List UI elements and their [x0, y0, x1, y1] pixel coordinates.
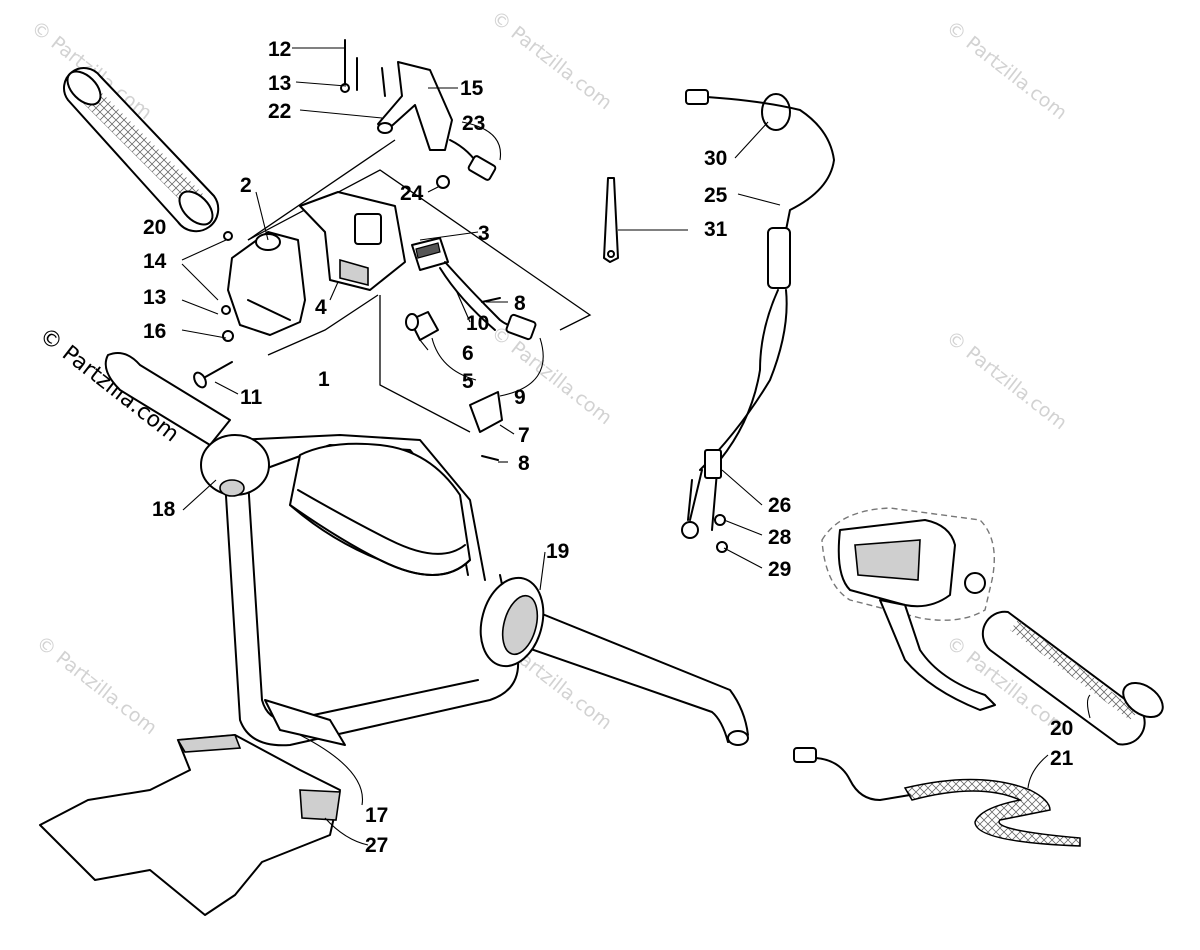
- bar-end-left: [200, 434, 270, 497]
- brake-master-cylinder: [821, 507, 996, 711]
- callout-22: 22: [268, 100, 291, 123]
- callout-15: 15: [460, 77, 484, 100]
- callout-14: 14: [143, 250, 167, 273]
- right-handlebar-grip: [981, 610, 1164, 746]
- bar-end-right: [479, 576, 545, 668]
- callout-28: 28: [768, 526, 792, 549]
- callout-30: 30: [704, 147, 727, 170]
- callout-1: 1: [318, 368, 330, 391]
- callout-5: 5: [462, 370, 474, 393]
- callout-4: 4: [315, 296, 327, 319]
- callout-23: 23: [462, 112, 485, 135]
- callout-8-top: 8: [514, 292, 526, 315]
- cable-assembly: [603, 89, 835, 553]
- watermark-3: © Partzilla.com: [942, 17, 1071, 125]
- callout-24: 24: [400, 182, 424, 205]
- callout-26: 26: [768, 494, 791, 517]
- throttle-lever-assembly: [247, 39, 497, 241]
- callout-2: 2: [240, 174, 252, 197]
- callout-17: 17: [365, 804, 388, 827]
- callout-9: 9: [514, 386, 526, 409]
- callout-11: 11: [240, 386, 263, 409]
- callouts: 12 13 22 15 23 24 2 20 14 13 16 3 4 8 10…: [143, 38, 1074, 857]
- callout-16: 16: [143, 320, 166, 343]
- callout-18: 18: [152, 498, 176, 521]
- callout-31: 31: [704, 218, 728, 241]
- callout-20-right: 20: [1050, 717, 1073, 740]
- callout-19: 19: [546, 540, 569, 563]
- callout-7: 7: [518, 424, 530, 447]
- callout-12: 12: [268, 38, 291, 61]
- callout-13-top: 13: [268, 72, 291, 95]
- watermark-6: © Partzilla.com: [32, 632, 161, 740]
- callout-6: 6: [462, 342, 474, 365]
- callout-20-left: 20: [143, 216, 166, 239]
- leader-lines: [181, 47, 1091, 846]
- callout-27: 27: [365, 834, 388, 857]
- callout-29: 29: [768, 558, 791, 581]
- callout-10: 10: [466, 312, 489, 335]
- handlebar-pad: [39, 734, 341, 916]
- switch-housing-assembly: [193, 169, 592, 461]
- watermark-5: © Partzilla.com: [942, 327, 1071, 435]
- callout-25: 25: [704, 184, 728, 207]
- watermark-2: © Partzilla.com: [487, 7, 616, 115]
- callout-13-bottom: 13: [143, 286, 166, 309]
- callout-8-bottom: 8: [518, 452, 530, 475]
- left-handlebar-grip: [63, 67, 220, 233]
- watermark-4: © Partzilla.com: [487, 322, 616, 430]
- handlebar: [104, 352, 749, 747]
- callout-21: 21: [1050, 747, 1074, 770]
- grip-heater-element: [793, 747, 1081, 847]
- callout-3: 3: [478, 222, 490, 245]
